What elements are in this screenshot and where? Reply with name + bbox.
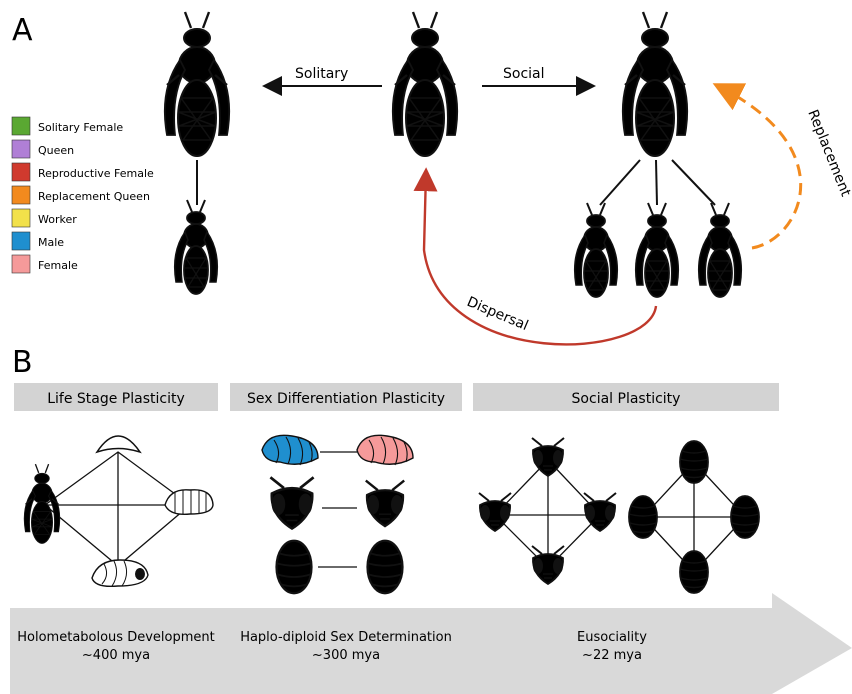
- dispersal-arrow: [413, 167, 658, 346]
- header-sex-diff-label: Sex Differentiation Plasticity: [247, 391, 445, 407]
- male-larva-icon: [261, 434, 319, 466]
- solitary-female-head-icon: #h3 .body{fill:#5aa832}: [583, 492, 617, 532]
- arrow-solitary-label: Solitary: [295, 66, 348, 82]
- female-head-icon: #fh .body{fill:#f59a9a}: [364, 479, 406, 528]
- adult-bee-icon: #ad .body{fill:#ffffff} #ad .wing{fill:#…: [23, 463, 61, 544]
- timeline-arrow: [10, 593, 852, 694]
- legend-swatch-reproductive-female: [11, 162, 31, 182]
- arrow-social-label: Social: [503, 66, 545, 82]
- bee-male-solitary-icon: #m1 .body{fill:#1f8fcf} #m1 .wing{fill:#…: [173, 199, 219, 295]
- legend-label-male: Male: [38, 236, 64, 249]
- legend-swatch-female: [11, 254, 31, 274]
- dispersal-label: Dispersal: [464, 294, 530, 334]
- solitary-female-abdomen-icon: #a3 .body{fill:#5aa832}: [730, 495, 760, 539]
- legend-swatch-solitary-female: [11, 116, 31, 136]
- link-queen-worker: [671, 159, 716, 206]
- queen-abdomen-icon: #a2 .body{fill:#b07fd6}: [628, 495, 658, 539]
- header-social-label: Social Plasticity: [572, 391, 681, 407]
- link-queen-reproductive: [655, 159, 658, 206]
- timeline-event-1: Holometabolous Development: [17, 630, 214, 645]
- timeline-age-3: ~22 mya: [582, 648, 642, 663]
- legend-swatch-queen: [11, 139, 31, 159]
- link-queen-male: [599, 159, 641, 206]
- worker-abdomen-icon: #a1 .body{fill:#f2e14a}: [679, 440, 709, 484]
- timeline-event-3: Eusociality: [577, 630, 647, 645]
- header-life-stage-label: Life Stage Plasticity: [47, 391, 185, 407]
- pupa-icon: [91, 559, 149, 588]
- timeline-age-2: ~300 mya: [312, 648, 380, 663]
- legend-label-reproductive-female: Reproductive Female: [38, 167, 154, 180]
- legend-label-worker: Worker: [38, 213, 77, 226]
- female-larva-icon: [356, 434, 414, 466]
- bee-worker-icon: #wk .body{fill:#f2e14a} #wk .wing{fill:#…: [697, 202, 743, 298]
- larva-icon: [164, 489, 214, 515]
- replacement-label: Replacement: [804, 108, 852, 200]
- sex-diff-diagram: #mh .body{fill:#1f8fcf} #fh .body{fill:#…: [261, 434, 414, 595]
- replacement-arrow: [712, 83, 803, 250]
- header-sex-diff: [230, 383, 462, 411]
- worker-head-icon: #h1 .body{fill:#f2e14a}: [531, 437, 565, 477]
- life-stage-diagram: #ad .body{fill:#ffffff} #ad .wing{fill:#…: [23, 435, 214, 588]
- legend-label-female: Female: [38, 259, 78, 272]
- legend-swatch-replacement-queen: [11, 185, 31, 205]
- replacement-queen-abdomen-icon: #a4 .body{fill:#f28a1e}: [679, 550, 709, 594]
- timeline-age-1: ~400 mya: [82, 648, 150, 663]
- male-head-icon: #mh .body{fill:#1f8fcf}: [269, 475, 315, 530]
- legend: Solitary Female Queen Reproductive Femal…: [11, 116, 154, 274]
- bee-male-social-icon: #m2 .body{fill:#1f8fcf} #m2 .wing{fill:#…: [573, 202, 619, 298]
- legend-label-replacement-queen: Replacement Queen: [38, 190, 150, 203]
- panel-a-label: A: [12, 13, 33, 48]
- bee-queen-icon: #qn .body{fill:#b07fd6} #qn .wing{fill:#…: [621, 10, 689, 158]
- bee-ancestral-icon: #an .body{fill:#ffffff} #an .wing{fill:#…: [391, 10, 459, 158]
- timeline-event-2: Haplo-diploid Sex Determination: [240, 630, 452, 645]
- panel-b-label: B: [12, 345, 33, 380]
- bee-reproductive-female-icon: #rf .body{fill:#d03a2e} #rf .wing{fill:#…: [634, 202, 680, 298]
- legend-label-queen: Queen: [38, 144, 74, 157]
- egg-icon: [95, 435, 142, 454]
- social-heads-diagram: #h1 .body{fill:#f2e14a} #h2 .body{fill:#…: [478, 437, 617, 585]
- male-abdomen-icon: #ma .body{fill:#1f8fcf}: [275, 539, 313, 595]
- legend-swatch-worker: [11, 208, 31, 228]
- bee-solitary-female-icon: #sf .body{fill:#5aa832} #sf .wing{fill:#…: [163, 10, 231, 158]
- header-social: [473, 383, 779, 411]
- social-abdomens-diagram: #a1 .body{fill:#f2e14a} #a2 .body{fill:#…: [628, 440, 760, 594]
- legend-label-solitary-female: Solitary Female: [38, 121, 123, 134]
- header-life-stage: [14, 383, 218, 411]
- legend-swatch-male: [11, 231, 31, 251]
- female-abdomen-icon: #fa .body{fill:#f59a9a}: [366, 539, 404, 595]
